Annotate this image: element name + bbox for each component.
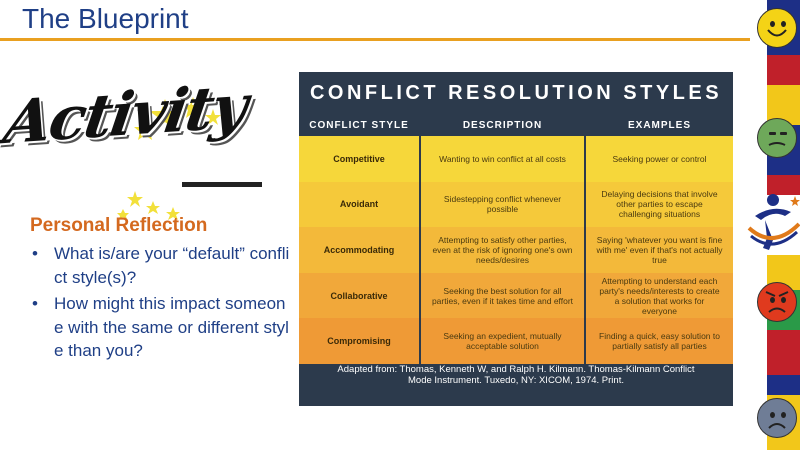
organization-logo-icon bbox=[745, 190, 800, 256]
neutral-face-icon bbox=[757, 118, 797, 158]
table-row: Competitive Wanting to win conflict at a… bbox=[299, 136, 733, 182]
cell-example: Saying 'whatever you want is fine with m… bbox=[596, 234, 723, 265]
reflection-question-text: How might this impact someone with the s… bbox=[54, 294, 289, 360]
table-row: Accommodating Attempting to satisfy othe… bbox=[299, 227, 733, 273]
activity-underline bbox=[182, 182, 262, 187]
slide-title: The Blueprint bbox=[22, 3, 189, 34]
table-header-row: CONFLICT STYLE DESCRIPTION EXAMPLES bbox=[299, 116, 733, 136]
reflection-question: • What is/are your “default” conflict sty… bbox=[30, 242, 292, 289]
angry-face-icon bbox=[757, 282, 797, 322]
cell-style: Competitive bbox=[333, 153, 385, 164]
reflection-heading: Personal Reflection bbox=[30, 215, 208, 236]
conflict-styles-table: CONFLICT RESOLUTION STYLES CONFLICT STYL… bbox=[299, 72, 733, 406]
column-header-examples: EXAMPLES bbox=[627, 120, 691, 131]
cell-example: Delaying decisions that involve other pa… bbox=[601, 189, 718, 220]
smiley-face-icon bbox=[757, 8, 797, 48]
reflection-question-text: What is/are your “default” conflict styl… bbox=[54, 244, 290, 287]
table-body: Competitive Wanting to win conflict at a… bbox=[299, 136, 733, 364]
table-title: CONFLICT RESOLUTION STYLES bbox=[309, 82, 723, 104]
cell-description: Attempting to satisfy other parties, eve… bbox=[419, 227, 586, 273]
cell-description: Wanting to win conflict at all costs bbox=[419, 136, 586, 182]
reflection-questions: • What is/are your “default” conflict sty… bbox=[30, 242, 292, 366]
cell-example: Seeking power or control bbox=[612, 153, 707, 164]
cell-style: Collaborative bbox=[330, 290, 388, 301]
bullet-icon: • bbox=[32, 294, 38, 313]
cell-example: Finding a quick, easy solution to partia… bbox=[599, 331, 720, 352]
table-row: Compromising Seeking an expedient, mutua… bbox=[299, 318, 733, 364]
cell-description: Seeking the best solution for all partie… bbox=[419, 272, 586, 319]
cell-description: Sidestepping conflict whenever possible bbox=[419, 181, 586, 228]
column-header-description: DESCRIPTION bbox=[462, 120, 543, 131]
reflection-question: • How might this impact someone with the … bbox=[30, 292, 292, 363]
table-citation: Adapted from: Thomas, Kenneth W, and Ral… bbox=[337, 364, 695, 386]
bullet-icon: • bbox=[32, 244, 38, 263]
table-row: Collaborative Seeking the best solution … bbox=[299, 272, 733, 319]
cell-style: Accommodating bbox=[323, 244, 395, 255]
table-row: Avoidant Sidestepping conflict whenever … bbox=[299, 181, 733, 228]
activity-word-art: Activity bbox=[0, 44, 270, 220]
title-underline bbox=[0, 38, 750, 41]
cell-style: Avoidant bbox=[339, 199, 379, 210]
cell-example: Attempting to understand each party's ne… bbox=[599, 275, 720, 316]
star-cluster-icon bbox=[117, 97, 221, 220]
cell-description: Seeking an expedient, mutually acceptabl… bbox=[419, 318, 586, 364]
sad-face-icon bbox=[757, 398, 797, 438]
cell-style: Compromising bbox=[327, 336, 391, 347]
column-header-style: CONFLICT STYLE bbox=[309, 120, 409, 131]
